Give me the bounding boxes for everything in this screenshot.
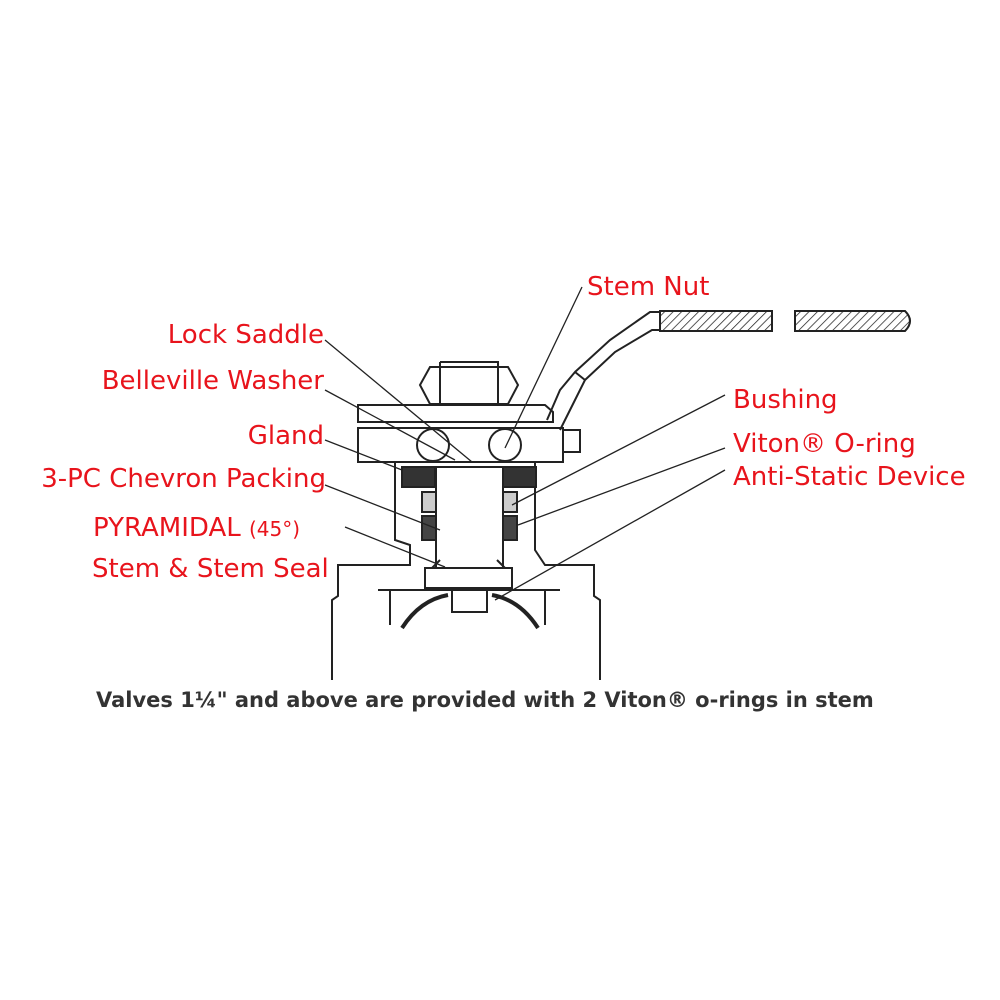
pyramidal-angle: (45°) — [249, 517, 301, 541]
label-anti-static: Anti-Static Device — [733, 462, 966, 492]
leader-lock-saddle — [324, 339, 473, 463]
gland-nut-left — [416, 428, 450, 462]
pyramidal-text: PYRAMIDAL — [93, 513, 241, 543]
handle-tube-2 — [794, 310, 911, 332]
leader-viton — [517, 447, 726, 526]
leader-gland — [324, 439, 403, 471]
leader-stem-nut — [504, 286, 583, 449]
packing-left — [401, 466, 436, 488]
handle-tube-1 — [659, 310, 773, 332]
bushing-left — [421, 491, 437, 513]
label-lock-saddle: Lock Saddle — [167, 320, 324, 350]
caption: Valves 1¼" and above are provided with 2… — [96, 688, 874, 712]
valve-body — [331, 462, 601, 680]
label-stem-nut: Stem Nut — [587, 272, 710, 302]
oring-right — [502, 515, 518, 541]
label-bushing: Bushing — [733, 385, 838, 415]
ball-seat-right — [491, 593, 540, 630]
gland-tab — [562, 429, 581, 453]
gland-nut-right — [488, 428, 522, 462]
leader-chevron — [324, 484, 441, 531]
stem-tip — [451, 587, 488, 613]
handle-arm — [546, 311, 660, 431]
lock-saddle — [357, 404, 554, 423]
gland-block — [357, 427, 564, 463]
leader-lines — [324, 286, 726, 601]
label-stem-seal: Stem & Stem Seal — [92, 554, 329, 584]
leader-belleville — [324, 389, 456, 461]
packing-right — [502, 466, 537, 488]
body-bore — [378, 589, 560, 625]
label-pyramidal: PYRAMIDAL (45°) — [93, 513, 300, 544]
label-belleville-washer: Belleville Washer — [101, 366, 324, 396]
label-gland: Gland — [247, 421, 324, 451]
leader-pyramidal — [344, 526, 446, 568]
label-viton-oring: Viton® O-ring — [733, 429, 916, 459]
label-chevron-packing: 3-PC Chevron Packing — [41, 464, 326, 494]
stem — [435, 466, 504, 569]
leader-anti-static — [494, 469, 726, 601]
bushing-right — [502, 491, 518, 513]
top-nut — [418, 361, 520, 405]
ball-seat-left — [400, 593, 449, 630]
leader-bushing — [511, 394, 726, 506]
